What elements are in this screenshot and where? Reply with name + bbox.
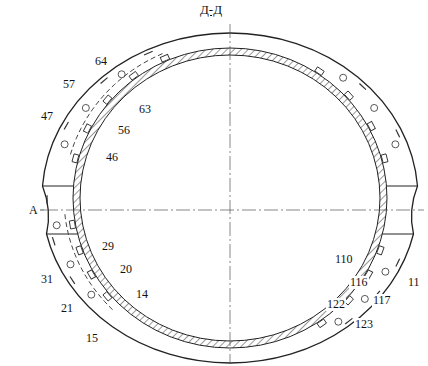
- callout-number: 21: [60, 302, 74, 315]
- callout-number: 15: [85, 332, 99, 345]
- bolt-hole: [88, 291, 95, 298]
- stiffener-tooth: [129, 71, 138, 80]
- center-line: [230, 24, 231, 364]
- stiffener-tooth: [377, 246, 384, 255]
- callout-number: 63: [138, 103, 152, 116]
- bolt-hole: [335, 318, 342, 325]
- stiffener-tooth: [367, 121, 375, 130]
- section-title: Д-Д: [200, 2, 222, 18]
- stiffener-tooth: [160, 54, 169, 62]
- stiffener-tooth: [76, 246, 83, 255]
- callout-number: 122: [326, 298, 346, 311]
- cut-line: [47, 234, 78, 235]
- stiffener-tooth: [103, 95, 112, 104]
- callout-number: A: [28, 204, 39, 217]
- bolt-hole: [340, 74, 347, 81]
- mark-dash: [345, 318, 352, 324]
- stiffener-tooth: [69, 220, 75, 229]
- mark-dash: [101, 78, 108, 84]
- callout-number: 110: [334, 253, 354, 266]
- callout-number: 11: [407, 276, 421, 289]
- bolt-hole: [361, 295, 368, 302]
- hidden-line: [65, 212, 113, 310]
- callout-number: 29: [101, 240, 115, 253]
- mark-dash: [52, 237, 55, 245]
- stiffener-tooth: [103, 292, 112, 301]
- stiffener-tooth: [344, 91, 353, 100]
- stiffener-tooth: [381, 154, 388, 163]
- stiffener-tooth: [315, 67, 324, 76]
- bolt-hole: [53, 222, 60, 229]
- callout-number: 57: [62, 78, 76, 91]
- mark-dash: [396, 130, 400, 138]
- callout-number: 123: [354, 318, 374, 331]
- callout-number: 31: [40, 273, 54, 286]
- callout-number: 47: [40, 110, 54, 123]
- callout-number: 14: [135, 288, 149, 301]
- bolt-hole: [82, 104, 89, 111]
- stiffener-tooth: [87, 270, 95, 279]
- mark-dash: [144, 51, 153, 55]
- stiffener-tooth: [317, 319, 326, 328]
- callout-number: 56: [117, 124, 131, 137]
- bolt-hole: [392, 141, 399, 148]
- bolt-hole: [382, 268, 389, 275]
- mark-dash: [46, 195, 47, 203]
- cut-line: [382, 234, 413, 235]
- mark-dash: [359, 83, 366, 89]
- callout-number: 64: [94, 55, 108, 68]
- stiffener-tooth: [83, 124, 91, 133]
- mark-dash: [64, 122, 68, 130]
- bolt-hole: [371, 104, 378, 111]
- cut-line: [42, 186, 73, 187]
- hidden-line: [70, 54, 162, 155]
- callout-number: 46: [105, 151, 119, 164]
- callout-number: 20: [119, 263, 133, 276]
- bolt-hole: [61, 141, 68, 148]
- center-line: [44, 210, 424, 211]
- mark-dash: [70, 277, 75, 284]
- bolt-hole: [67, 261, 74, 268]
- callout-number: 117: [372, 294, 392, 307]
- stiffener-tooth: [72, 154, 79, 163]
- callout-number: 116: [349, 276, 369, 289]
- leader-line: [40, 210, 44, 211]
- mark-dash: [396, 259, 400, 267]
- cut-line: [386, 186, 417, 187]
